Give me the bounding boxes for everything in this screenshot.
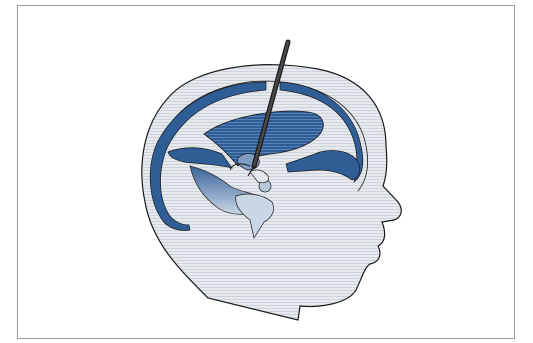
head-ventricle-endoscopy-illustration bbox=[18, 6, 515, 339]
figure-frame bbox=[17, 5, 515, 339]
